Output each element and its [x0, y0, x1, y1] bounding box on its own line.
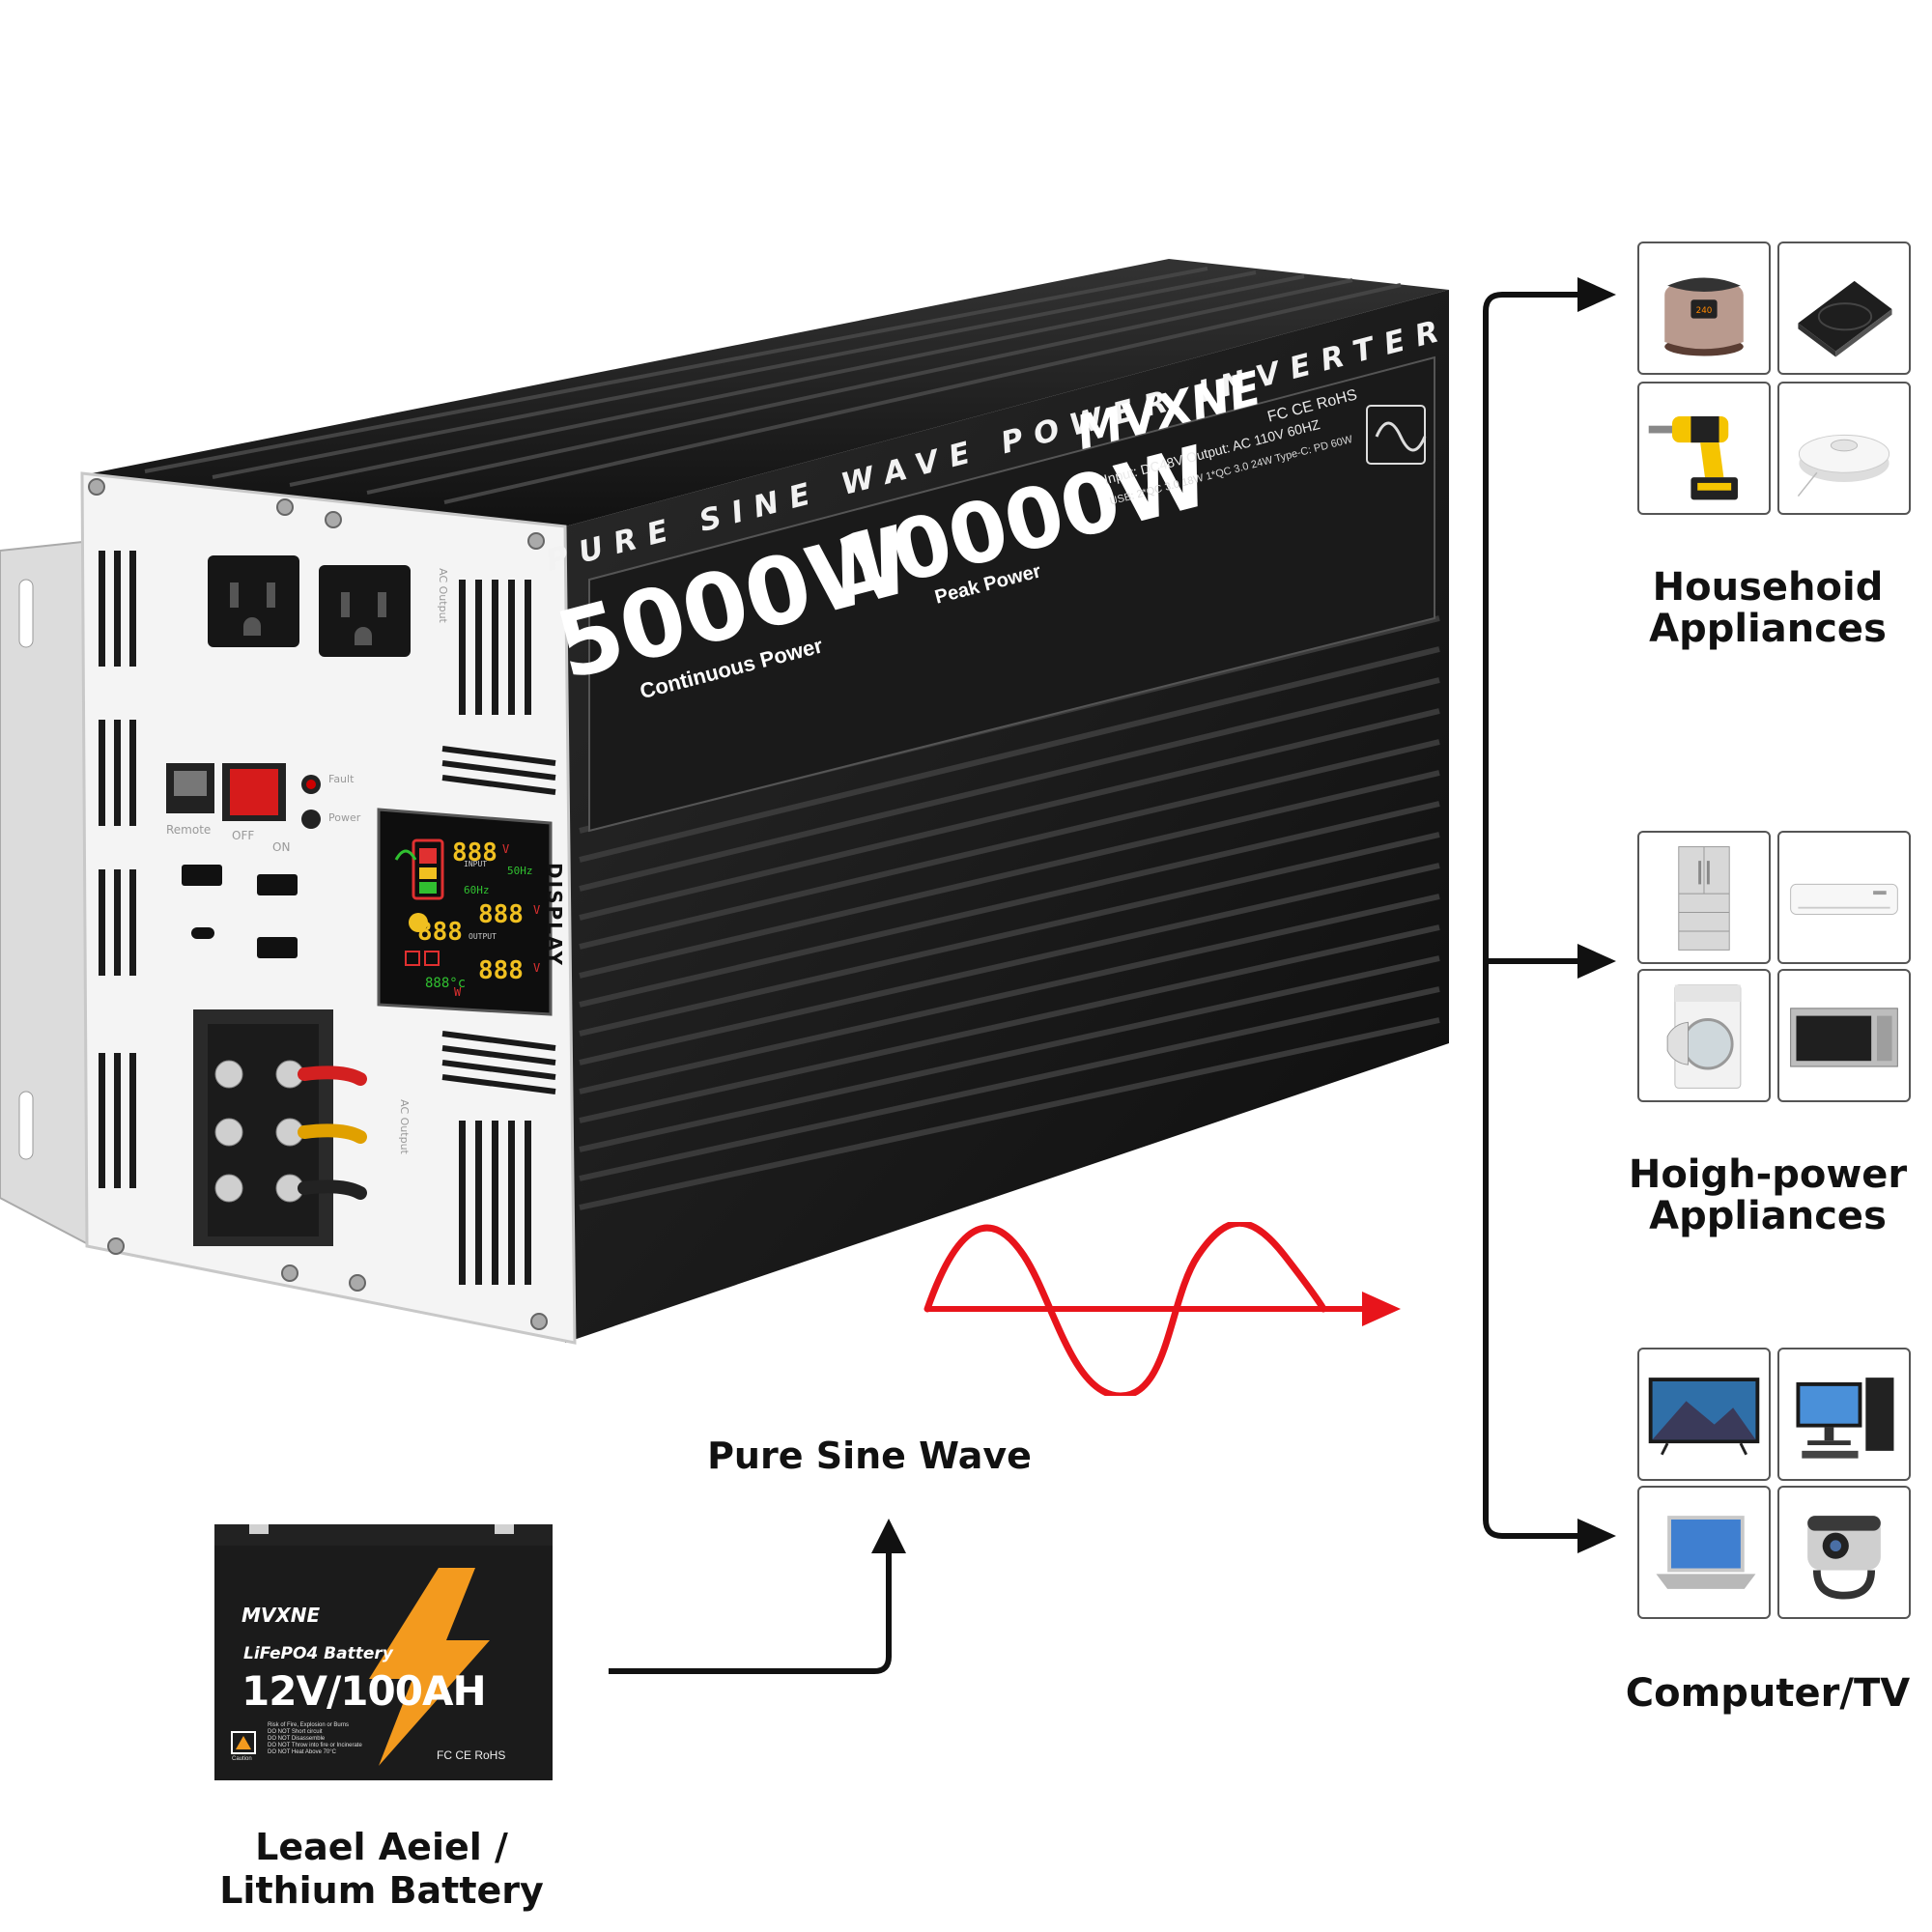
- lightning-bolt-icon: [369, 1568, 490, 1766]
- panel-label-off: OFF: [232, 829, 255, 842]
- lcd-unit-4: V: [533, 903, 541, 917]
- panel-label-ac-output: AC Output: [436, 568, 449, 623]
- panel-label-on: ON: [272, 840, 291, 854]
- induction-cooktop-icon: [1798, 280, 1892, 357]
- washing-machine-icon: [1666, 984, 1742, 1089]
- appliance-laptop: [1637, 1486, 1771, 1619]
- robot-vacuum-icon: [1797, 434, 1890, 497]
- battery-type: LiFePO4 Battery: [243, 1644, 393, 1663]
- appliance-refrigerator: [1637, 831, 1771, 964]
- lcd-readout-1: 888: [452, 838, 497, 867]
- lcd-readout-3: 888: [417, 918, 463, 947]
- battery-caption-line1: Leael Aeiel /: [255, 1826, 508, 1868]
- appliance-desktop-pc: [1777, 1348, 1911, 1481]
- highpower-label-line2: Appliances: [1649, 1194, 1887, 1238]
- refrigerator-icon: [1678, 846, 1730, 951]
- battery-warning: DO NOT Disassemble: [268, 1736, 326, 1742]
- appliance-robot-vacuum: [1777, 382, 1911, 515]
- display-label: DISPLAY: [542, 863, 566, 967]
- panel-label-fault: Fault: [328, 773, 355, 785]
- lcd-tag-output: OUTPUT: [469, 932, 497, 941]
- panel-label-power: Power: [328, 811, 361, 824]
- appliance-rice-cooker: 240: [1637, 242, 1771, 375]
- laptop-icon: [1656, 1516, 1756, 1589]
- rice-cooker-icon: 240: [1664, 277, 1744, 356]
- inverter-illustration: [0, 259, 1449, 1345]
- household-label-line2: Appliances: [1649, 607, 1887, 651]
- battery-rating: 12V/100AH: [242, 1667, 487, 1715]
- power-drill-icon: [1648, 415, 1738, 500]
- microwave-icon: [1790, 1008, 1898, 1067]
- air-conditioner-icon: [1790, 883, 1898, 915]
- appliance-power-drill: [1637, 382, 1771, 515]
- lcd-temp: 888°c: [425, 976, 467, 991]
- appliance-tv: [1637, 1348, 1771, 1481]
- appliance-microwave: [1777, 969, 1911, 1102]
- lcd-readout-4: 888: [478, 956, 524, 985]
- battery-caption-line2: Lithium Battery: [219, 1869, 544, 1912]
- highpower-label-line1: Hoigh-power: [1628, 1152, 1908, 1197]
- appliance-washing-machine: [1637, 969, 1771, 1102]
- appliance-projector: [1777, 1486, 1911, 1619]
- lcd-unit-2: V: [533, 961, 541, 975]
- battery-warning: DO NOT Heat Above 70°C: [268, 1749, 336, 1755]
- desktop-computer-icon: [1796, 1378, 1894, 1459]
- lcd-hz-1: 50Hz: [507, 865, 533, 877]
- battery-body: [214, 1524, 553, 1780]
- battery-caution: Caution: [232, 1756, 252, 1762]
- computer-tv-label: Computer/TV: [1625, 1671, 1911, 1716]
- battery-warning: Risk of Fire, Explosion or Burns: [268, 1722, 350, 1728]
- battery-warning: DO NOT Throw into fire or Incinerate: [268, 1743, 362, 1748]
- projector-icon: [1807, 1516, 1881, 1600]
- distribution-arrows: [1483, 277, 1616, 1553]
- lcd-unit-1: V: [502, 842, 510, 856]
- appliance-air-conditioner: [1777, 831, 1911, 964]
- lcd-tag-input: INPUT: [464, 860, 488, 868]
- battery-certs: FC CE RoHS: [437, 1748, 506, 1762]
- lcd-readout-2: 888: [478, 900, 524, 929]
- battery-warning: DO NOT Short circuit: [268, 1729, 323, 1735]
- sine-wave-graphic: [923, 1222, 1401, 1396]
- household-label-line1: Househoid: [1652, 565, 1884, 610]
- svg-text:240: 240: [1696, 306, 1713, 316]
- appliance-induction-cooktop: [1777, 242, 1911, 375]
- lcd-hz-2: 60Hz: [464, 884, 490, 896]
- tv-icon: [1648, 1378, 1760, 1456]
- panel-label-ac-output-2: AC Output: [397, 1099, 411, 1154]
- battery-to-wave-arrow: [609, 1519, 906, 1674]
- panel-label-remote: Remote: [166, 823, 212, 837]
- battery-warnings: Risk of Fire, Explosion or Burns DO NOT …: [268, 1722, 432, 1756]
- lcd-unit-3: W: [454, 985, 462, 999]
- battery: MVXNE LiFePO4 Battery 12V/100AH Risk of …: [214, 1524, 553, 1780]
- battery-brand-logo: MVXNE: [242, 1604, 321, 1627]
- sine-wave-label: Pure Sine Wave: [707, 1435, 1032, 1477]
